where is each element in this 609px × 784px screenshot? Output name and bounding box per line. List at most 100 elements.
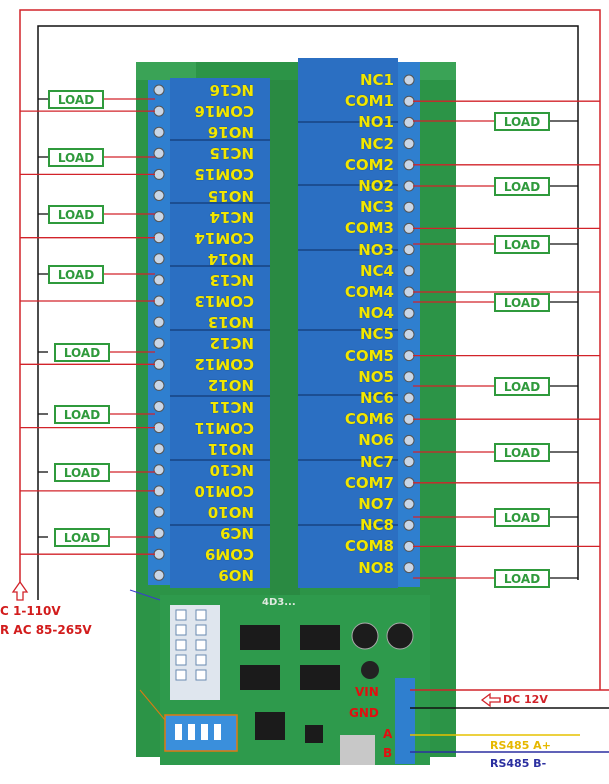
screw-left (153, 316, 165, 328)
load-box-7: LOAD (494, 508, 550, 527)
terminal-label-no1: NO1 (358, 113, 394, 132)
capacitor-1 (351, 622, 379, 650)
terminal-block-right (398, 62, 420, 587)
screw-right (403, 328, 415, 340)
terminal-label-nc3: NC3 (360, 198, 394, 217)
terminal-screws (153, 74, 415, 581)
terminal-label-com8: COM8 (344, 537, 394, 556)
terminal-label-com9: COM9 (204, 545, 254, 564)
terminal-label-com12: COM12 (194, 355, 254, 374)
terminal-label-com10: COM10 (194, 481, 254, 500)
screw-right (403, 95, 415, 107)
screw-right (403, 371, 415, 383)
load-box-11: LOAD (54, 405, 110, 424)
diag-line-1 (129, 589, 161, 601)
ic-chips (240, 625, 340, 743)
screw-left (153, 274, 165, 286)
screw-left (153, 253, 165, 265)
dc-arrow-icon (480, 692, 501, 708)
pin-b: B (383, 746, 393, 760)
terminal-label-no12: NO12 (207, 376, 254, 395)
screw-left (153, 211, 165, 223)
terminal-label-nc5: NC5 (360, 325, 394, 344)
load-box-13: LOAD (48, 265, 104, 284)
power-label-1: C 1-110V (0, 604, 61, 618)
terminal-label-nc2: NC2 (360, 134, 394, 153)
load-box-2: LOAD (494, 177, 550, 196)
terminal-label-nc6: NC6 (360, 389, 394, 407)
terminal-label-no2: NO2 (358, 177, 394, 195)
screw-right (403, 244, 415, 256)
screw-right (403, 434, 415, 446)
rs485a-label: RS485 A+ (490, 739, 551, 752)
terminal-label-no11: NO11 (207, 439, 254, 458)
screw-left (153, 126, 165, 138)
load-box-6: LOAD (494, 443, 550, 462)
diag-line-2 (139, 689, 166, 721)
terminal-label-com5: COM5 (344, 346, 394, 365)
screw-left (153, 443, 165, 455)
screw-left (153, 190, 165, 201)
terminal-label-com13: COM13 (194, 292, 254, 310)
screw-right (403, 413, 415, 425)
pin-vin: VIN (355, 685, 379, 699)
screw-right (403, 456, 415, 468)
rail-center (270, 80, 300, 600)
capacitor-2 (386, 622, 414, 650)
load-box-10: LOAD (54, 463, 110, 482)
screw-right (403, 307, 415, 319)
terminal-label-nc11: NC11 (209, 397, 254, 416)
terminal-label-no13: NO13 (207, 313, 254, 332)
screw-left (153, 401, 165, 412)
terminal-label-no8: NO8 (358, 558, 394, 577)
terminal-label-no16: NO16 (207, 123, 254, 142)
screw-left (153, 464, 165, 476)
terminal-label-no15: NO15 (207, 186, 254, 205)
screw-right (403, 222, 415, 234)
load-box-8: LOAD (494, 569, 550, 588)
terminal-label-nc15: NC15 (209, 144, 254, 163)
screw-left (153, 358, 165, 370)
load-box-14: LOAD (48, 205, 104, 224)
relay-stack-right (298, 58, 398, 588)
screw-left (153, 548, 165, 560)
terminal-label-com16: COM16 (194, 102, 254, 121)
dip-switch-bank (170, 605, 220, 700)
screw-right (403, 74, 415, 86)
terminal-label-com15: COM15 (194, 165, 254, 184)
screw-right (403, 350, 415, 362)
terminal-label-com7: COM7 (344, 473, 394, 492)
load-box-15: LOAD (48, 148, 104, 167)
rail-top-left (136, 62, 196, 80)
screw-left (153, 485, 165, 497)
terminal-block-left (148, 80, 170, 585)
screw-left (153, 84, 165, 96)
terminal-label-com6: COM6 (344, 410, 394, 429)
terminal-label-nc13: NC13 (209, 270, 254, 289)
terminal-label-com2: COM2 (344, 155, 394, 174)
load-box-4: LOAD (494, 293, 550, 312)
terminal-label-no10: NO10 (207, 503, 254, 521)
screw-left (153, 232, 165, 244)
terminal-label-nc8: NC8 (360, 516, 394, 535)
terminal-label-nc16: NC16 (209, 81, 254, 99)
screw-left (153, 105, 165, 117)
screw-right (403, 265, 415, 277)
power-terminal (395, 678, 415, 764)
terminal-label-nc10: NC10 (209, 460, 254, 479)
terminal-label-nc4: NC4 (360, 261, 394, 280)
terminal-label-nc7: NC7 (360, 452, 394, 471)
terminal-label-nc1: NC1 (360, 71, 394, 89)
inductor (361, 661, 379, 679)
screw-left (153, 295, 165, 307)
terminal-label-nc12: NC12 (209, 334, 254, 353)
pin-gnd: GND (349, 706, 379, 720)
board-model: 4D3... (262, 597, 296, 608)
terminal-label-nc14: NC14 (209, 207, 254, 226)
screw-right (403, 562, 415, 574)
terminal-label-com3: COM3 (344, 219, 394, 238)
black-frame (37, 25, 579, 600)
screw-right (403, 286, 415, 298)
screw-left (153, 506, 165, 518)
